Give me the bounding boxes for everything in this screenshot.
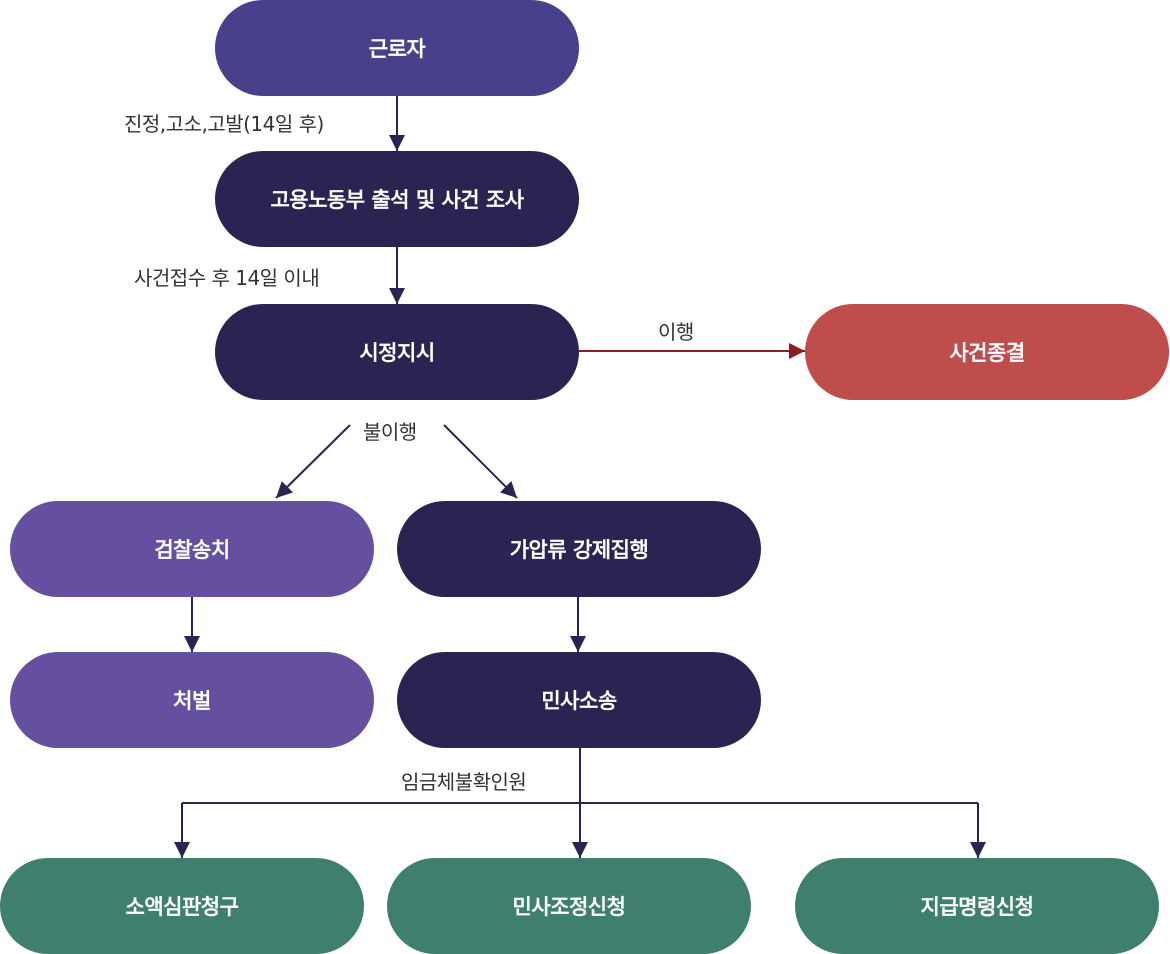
node-correction-order: 시정지시 [215,304,579,400]
node-worker: 근로자 [215,0,579,96]
edge-label-petition: 진정,고소,고발(14일 후) [124,112,324,136]
node-ministry-label: 고용노동부 출석 및 사건 조사 [270,188,524,212]
node-punishment: 처벌 [10,652,374,748]
node-prosecution-label: 검찰송치 [154,538,230,562]
node-worker-label: 근로자 [368,37,426,61]
node-civil-suit-label: 민사소송 [541,689,617,713]
node-punishment-label: 처벌 [173,689,211,713]
edge-label-not-complied: 불이행 [363,420,417,444]
node-prosecution: 검찰송치 [10,501,374,597]
edge-label-within-14-days: 사건접수 후 14일 이내 [134,266,320,290]
edge-label-wage-certificate: 임금체불확인원 [401,770,527,794]
edge-label-complied: 이행 [658,320,694,344]
node-correction-order-label: 시정지시 [359,341,435,365]
node-payment-order: 지급명령신청 [795,858,1159,954]
node-seizure-label: 가압류 강제집행 [509,538,649,562]
node-civil-mediation-label: 민사조정신청 [512,895,626,919]
arrow-order-to-seizure [443,424,518,499]
node-civil-mediation: 민사조정신청 [387,858,751,954]
node-case-closed-label: 사건종결 [949,341,1025,365]
node-small-claims-label: 소액심판청구 [125,895,239,919]
node-payment-order-label: 지급명령신청 [920,895,1034,919]
node-ministry-investigation: 고용노동부 출석 및 사건 조사 [215,151,579,247]
node-civil-suit: 민사소송 [397,652,761,748]
node-case-closed: 사건종결 [805,304,1169,400]
node-seizure: 가압류 강제집행 [397,501,761,597]
arrow-order-to-prosecution [275,424,351,499]
node-small-claims: 소액심판청구 [0,858,364,954]
